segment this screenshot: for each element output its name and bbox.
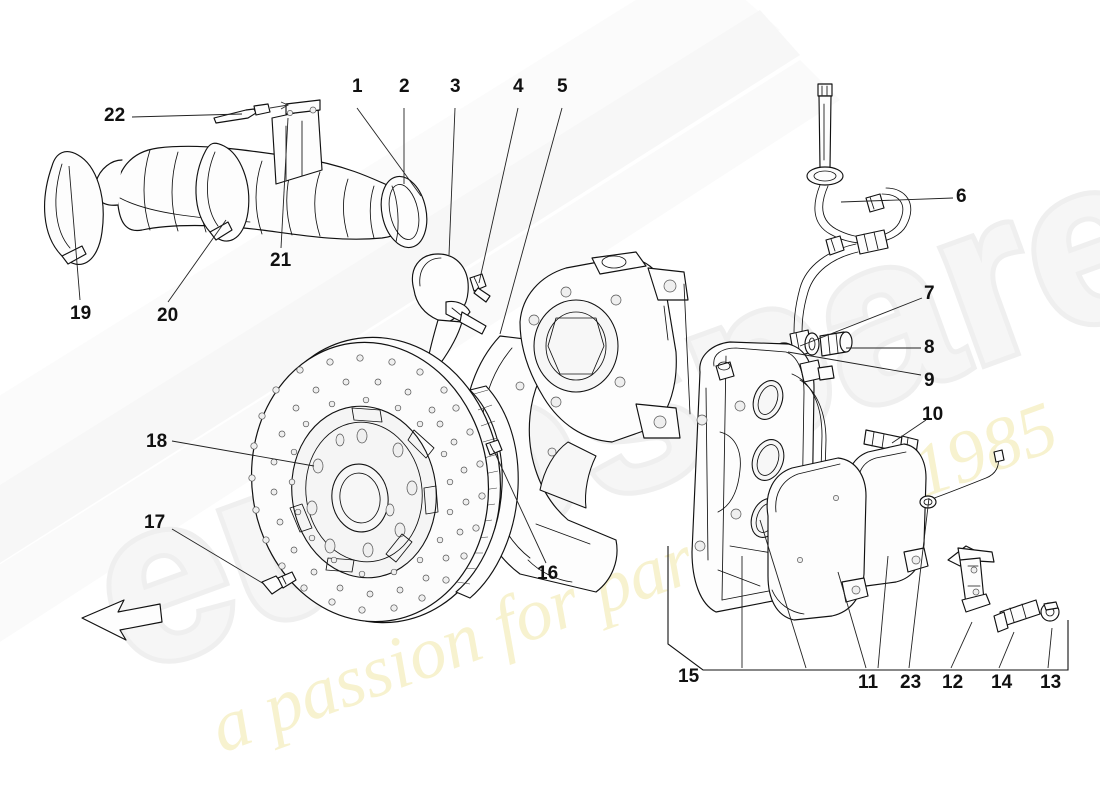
sealing-washer [804, 332, 820, 356]
callout-2[interactable]: 2 [399, 76, 410, 97]
callout-21[interactable]: 21 [270, 250, 292, 271]
callout-10[interactable]: 10 [922, 404, 944, 425]
callout-17[interactable]: 17 [144, 512, 166, 533]
callout-15[interactable]: 15 [678, 666, 700, 687]
banjo-bolt [819, 331, 853, 357]
callout-23[interactable]: 23 [900, 672, 922, 693]
duct-clamp-ring-large [44, 151, 104, 266]
callout-8[interactable]: 8 [924, 337, 935, 358]
duct-bracket [271, 99, 323, 185]
leader-lines [68, 107, 1053, 669]
callout-7[interactable]: 7 [924, 283, 935, 304]
callout-12[interactable]: 12 [942, 672, 964, 693]
brake-pad-set [766, 443, 929, 621]
air-duct-hose [94, 145, 414, 240]
callout-19[interactable]: 19 [70, 303, 92, 324]
forward-direction-arrow [81, 599, 163, 641]
caliper-group-bracket [667, 546, 1069, 671]
duct-end-collar [380, 175, 428, 249]
callout-13[interactable]: 13 [1040, 672, 1062, 693]
callout-4[interactable]: 4 [513, 76, 524, 97]
duct-clamp-screw [213, 101, 290, 124]
callout-5[interactable]: 5 [557, 76, 568, 97]
pad-retaining-spring [947, 545, 995, 613]
callout-11[interactable]: 11 [858, 672, 879, 693]
callout-16[interactable]: 16 [537, 563, 559, 584]
callout-1[interactable]: 1 [352, 76, 363, 97]
brake-cooling-scoop [411, 253, 487, 365]
pad-retaining-pin [993, 599, 1041, 633]
callout-3[interactable]: 3 [450, 76, 461, 97]
scoop-retaining-clip [469, 273, 491, 303]
callout-6[interactable]: 6 [956, 186, 967, 207]
wheel-hub-carrier [519, 251, 691, 443]
callout-20[interactable]: 20 [157, 305, 179, 326]
brake-disc [248, 336, 519, 624]
disc-retaining-screw [261, 571, 297, 595]
callout-14[interactable]: 14 [991, 672, 1013, 693]
shield-fixing-screw [485, 439, 503, 456]
split-pin [1040, 601, 1060, 622]
callout-9[interactable]: 9 [924, 370, 935, 391]
pad-wear-sensor [919, 449, 1005, 509]
callout-22[interactable]: 22 [104, 105, 126, 126]
brake-hose [793, 83, 912, 337]
callout-18[interactable]: 18 [146, 431, 168, 452]
